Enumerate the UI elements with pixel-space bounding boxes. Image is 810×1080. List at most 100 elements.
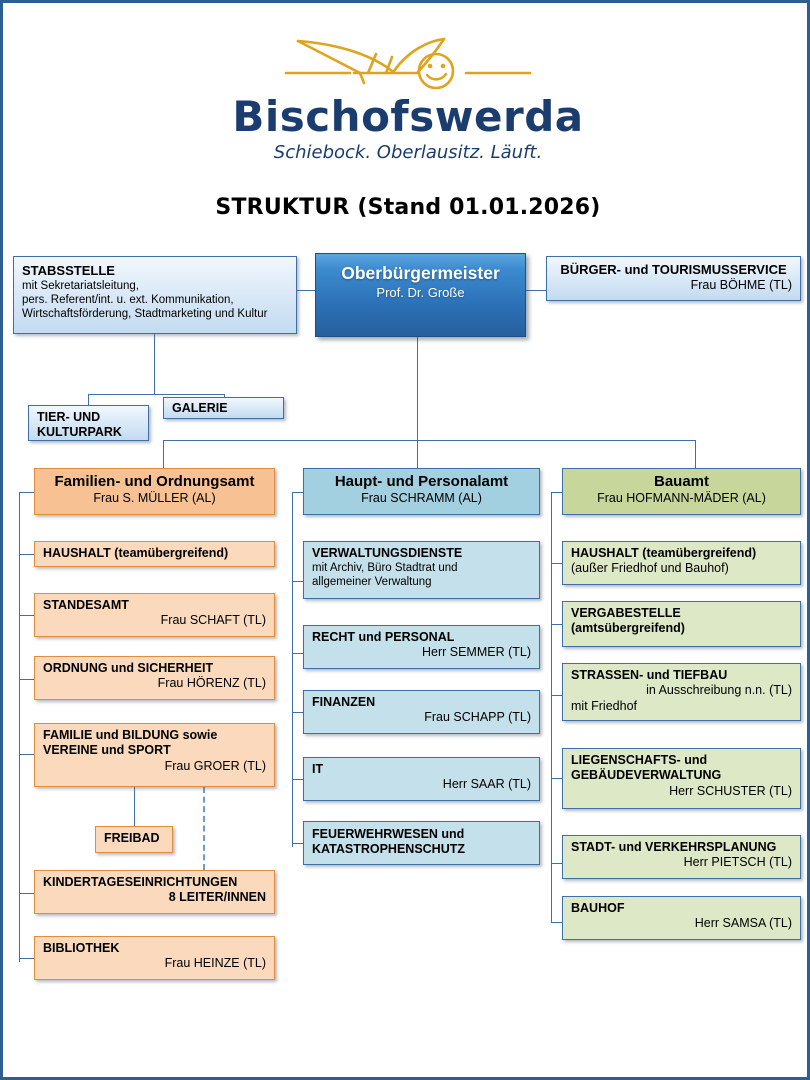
tierpark-title-line1: TIER- UND bbox=[37, 410, 101, 424]
box-unit-stadt-und-verkehrsplanung[interactable]: STADT- und VERKEHRSPLANUNG Herr PIETSCH … bbox=[562, 835, 801, 879]
c3-u2-title: STRASSEN- und TIEFBAU bbox=[571, 668, 728, 682]
connector-spine-col2 bbox=[292, 492, 293, 847]
box-unit-vergabestelle[interactable]: VERGABESTELLE (amtsübergreifend) bbox=[562, 601, 801, 647]
logo-city-name: Bischofswerda bbox=[232, 92, 584, 141]
box-unit-haushalt-teamuebergreifend[interactable]: HAUSHALT (teamübergreifend) bbox=[34, 541, 275, 567]
c3-u1-title: VERGABESTELLE bbox=[571, 606, 681, 620]
stabsstelle-title: STABSSTELLE bbox=[22, 263, 115, 278]
connector-stub-c3-5 bbox=[551, 863, 562, 864]
c1-u2-person: Frau HÖRENZ (TL) bbox=[157, 676, 266, 691]
connector-stub-c3-2 bbox=[551, 624, 562, 625]
c2-u1-person: Herr SEMMER (TL) bbox=[421, 645, 531, 660]
connector-stub-c2-4 bbox=[292, 779, 303, 780]
connector-spine-col1 bbox=[19, 492, 20, 962]
buergerservice-title: BÜRGER- und TOURISMUSSERVICE bbox=[560, 262, 787, 277]
c3-u3-title2: GEBÄUDEVERWALTUNG bbox=[571, 768, 722, 783]
c2-u2-title: FINANZEN bbox=[312, 695, 376, 709]
connector-stub-c1-1 bbox=[19, 554, 34, 555]
box-unit-bauhof[interactable]: BAUHOF Herr SAMSA (TL) bbox=[562, 896, 801, 940]
c2-u0-title: VERWALTUNGSDIENSTE bbox=[312, 546, 463, 560]
c2-u3-person: Herr SAAR (TL) bbox=[442, 777, 531, 792]
oberbuergermeister-person: Prof. Dr. Große bbox=[376, 285, 465, 300]
box-dept-haupt-und-personalamt[interactable]: Haupt- und Personalamt Frau SCHRAMM (AL) bbox=[303, 468, 540, 515]
connector-dept3-drop bbox=[695, 440, 696, 468]
c3-u3-title: LIEGENSCHAFTS- und bbox=[571, 753, 708, 767]
box-dept-bauamt[interactable]: Bauamt Frau HOFMANN-MÄDER (AL) bbox=[562, 468, 801, 515]
box-galerie[interactable]: GALERIE bbox=[163, 397, 284, 419]
box-unit-it[interactable]: IT Herr SAAR (TL) bbox=[303, 757, 540, 801]
logo-claim: Schiebock. Oberlausitz. Läuft. bbox=[273, 142, 543, 164]
dept2-person: Frau SCHRAMM (AL) bbox=[361, 491, 482, 506]
connector-kita-dashed bbox=[203, 787, 205, 870]
connector-stub-c1-6 bbox=[19, 958, 34, 959]
c1-u3-title: FAMILIE und BILDUNG sowie bbox=[43, 728, 218, 742]
stabsstelle-line2: pers. Referent/int. u. ext. Kommunikatio… bbox=[22, 293, 234, 306]
connector-ob-buergerservice bbox=[525, 290, 546, 291]
dept1-person: Frau S. MÜLLER (AL) bbox=[93, 491, 216, 506]
c1-u4-title: KINDERTAGESEINRICHTUNGEN bbox=[43, 875, 238, 889]
galerie-title: GALERIE bbox=[172, 401, 228, 415]
page-title: STRUKTUR (Stand 01.01.2026) bbox=[215, 195, 601, 220]
c3-u5-title: BAUHOF bbox=[571, 901, 625, 915]
box-dept-familien-und-ordnungsamt[interactable]: Familien- und Ordnungsamt Frau S. MÜLLER… bbox=[34, 468, 275, 515]
connector-stub-c3-0 bbox=[551, 492, 562, 493]
connector-tierpark-drop bbox=[88, 394, 89, 405]
connector-stub-c3-4 bbox=[551, 778, 562, 779]
connector-stub-c3-6 bbox=[551, 922, 562, 923]
box-unit-standesamt[interactable]: STANDESAMT Frau SCHAFT (TL) bbox=[34, 593, 275, 637]
c3-u1-note1: (amtsübergreifend) bbox=[571, 621, 685, 636]
c1-u5-person: Frau HEINZE (TL) bbox=[164, 956, 266, 971]
box-unit-haushalt-bauamt[interactable]: HAUSHALT (teamübergreifend) (außer Fried… bbox=[562, 541, 801, 585]
connector-ob-stabsstelle bbox=[296, 290, 316, 291]
connector-stub-c1-0 bbox=[19, 492, 34, 493]
connector-stub-c3-1 bbox=[551, 563, 562, 564]
dept2-title: Haupt- und Personalamt bbox=[334, 473, 509, 490]
c2-u4-title2: KATASTROPHENSCHUTZ bbox=[312, 842, 466, 857]
connector-freibad-drop bbox=[134, 787, 135, 826]
connector-dept2-drop bbox=[417, 440, 418, 468]
c1-sub-freibad-title: FREIBAD bbox=[104, 831, 160, 845]
box-unit-familie-und-bildung[interactable]: FAMILIE und BILDUNG sowie VEREINE und SP… bbox=[34, 723, 275, 787]
box-buergerservice[interactable]: BÜRGER- und TOURISMUSSERVICE Frau BÖHME … bbox=[546, 256, 801, 301]
c3-u0-note1: (außer Friedhof und Bauhof) bbox=[571, 561, 729, 576]
box-unit-bibliothek[interactable]: BIBLIOTHEK Frau HEINZE (TL) bbox=[34, 936, 275, 980]
c1-u3-title2: VEREINE und SPORT bbox=[43, 743, 171, 758]
c3-u3-person: Herr SCHUSTER (TL) bbox=[669, 783, 792, 798]
box-unit-recht-und-personal[interactable]: RECHT und PERSONAL Herr SEMMER (TL) bbox=[303, 625, 540, 669]
stabsstelle-line1: mit Sekretariatsleitung, bbox=[22, 279, 139, 292]
c2-u0-note2: allgemeiner Verwaltung bbox=[312, 576, 432, 589]
box-unit-liegenschafts-und-gebaeudeverwaltung[interactable]: LIEGENSCHAFTS- und GEBÄUDEVERWALTUNG Her… bbox=[562, 748, 801, 809]
connector-stub-c2-0 bbox=[292, 492, 303, 493]
connector-stub-c1-2 bbox=[19, 615, 34, 616]
box-stabsstelle[interactable]: STABSSTELLE mit Sekretariatsleitung, per… bbox=[13, 256, 297, 334]
c1-u5-title: BIBLIOTHEK bbox=[43, 941, 120, 955]
c1-u2-title: ORDNUNG und SICHERHEIT bbox=[43, 661, 214, 675]
connector-department-bar bbox=[163, 440, 695, 441]
box-unit-verwaltungsdienste[interactable]: VERWALTUNGSDIENSTE mit Archiv, Büro Stad… bbox=[303, 541, 540, 599]
connector-stub-c2-5 bbox=[292, 843, 303, 844]
connector-stub-c2-2 bbox=[292, 653, 303, 654]
box-unit-kindertageseinrichtungen[interactable]: KINDERTAGESEINRICHTUNGEN 8 LEITER/INNEN bbox=[34, 870, 275, 914]
connector-ob-down bbox=[417, 337, 418, 440]
box-unit-finanzen[interactable]: FINANZEN Frau SCHAPP (TL) bbox=[303, 690, 540, 734]
c1-u1-person: Frau SCHAFT (TL) bbox=[160, 613, 266, 628]
city-logo: Bischofswerda Schiebock. Oberlausitz. Lä… bbox=[3, 31, 807, 164]
dept3-person: Frau HOFMANN-MÄDER (AL) bbox=[597, 491, 766, 506]
box-unit-feuerwehrwesen[interactable]: FEUERWEHRWESEN und KATASTROPHENSCHUTZ bbox=[303, 821, 540, 865]
box-oberbuergermeister[interactable]: Oberbürgermeister Prof. Dr. Große bbox=[315, 253, 526, 337]
c3-u2-person: in Ausschreibung n.n. (TL) bbox=[646, 683, 792, 698]
c3-u4-title: STADT- und VERKEHRSPLANUNG bbox=[571, 840, 777, 854]
box-tier-und-kulturpark[interactable]: TIER- UND KULTURPARK bbox=[28, 405, 149, 441]
c2-u2-person: Frau SCHAPP (TL) bbox=[424, 710, 531, 725]
c1-u4-person: 8 LEITER/INNEN bbox=[168, 890, 266, 905]
c1-u0-title: HAUSHALT (teamübergreifend) bbox=[43, 546, 229, 560]
box-unit-strassen-und-tiefbau[interactable]: STRASSEN- und TIEFBAU in Ausschreibung n… bbox=[562, 663, 801, 721]
box-unit-freibad[interactable]: FREIBAD bbox=[95, 826, 173, 853]
stabsstelle-line3: Wirtschaftsförderung, Stadtmarketing und… bbox=[22, 307, 268, 320]
dept3-title: Bauamt bbox=[653, 473, 709, 490]
buergerservice-person: Frau BÖHME (TL) bbox=[690, 277, 792, 292]
box-unit-ordnung-und-sicherheit[interactable]: ORDNUNG und SICHERHEIT Frau HÖRENZ (TL) bbox=[34, 656, 275, 700]
c3-u4-person: Herr PIETSCH (TL) bbox=[683, 855, 792, 870]
c1-u3-person: Frau GROER (TL) bbox=[164, 758, 266, 773]
